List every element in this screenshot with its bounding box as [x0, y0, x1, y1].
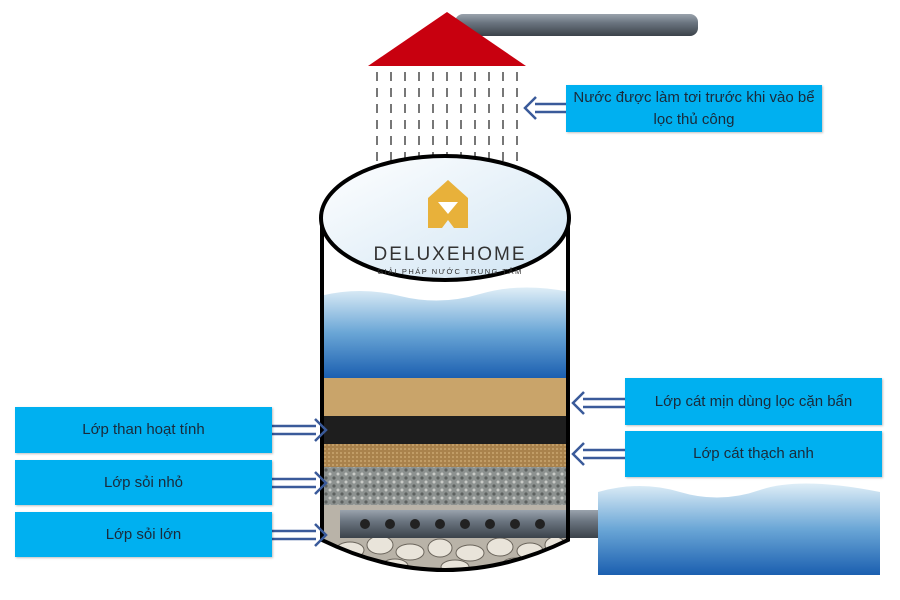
arrow-small-gravel [272, 471, 328, 495]
label-fine-sand: Lớp cát mịn dùng lọc cặn bẩn [625, 378, 882, 425]
clean-water [598, 483, 880, 575]
arrow-large-gravel [272, 523, 328, 547]
logo-icon [428, 180, 468, 228]
arrows [272, 96, 625, 547]
label-large-gravel: Lớp sỏi lớn [15, 512, 272, 557]
tank-outline [320, 218, 570, 572]
logo-name: DELUXEHOME [373, 244, 527, 265]
pipe-holes [360, 519, 545, 529]
label-activated-carbon: Lớp than hoạt tính [15, 407, 272, 453]
shower-roof [368, 12, 526, 66]
water-spray [376, 72, 518, 165]
arrow-top [523, 96, 566, 120]
arrow-fine-sand [571, 391, 625, 415]
label-top: Nước được làm tơi trước khi vào bể lọc t… [566, 85, 822, 132]
arrow-quartz [571, 442, 625, 466]
inlet-pipe [455, 14, 698, 36]
logo-tagline: GIẢI PHÁP NƯỚC TRUNG TÂM [377, 267, 523, 276]
label-small-gravel: Lớp sỏi nhỏ [15, 460, 272, 505]
label-quartz-sand: Lớp cát thạch anh [625, 431, 882, 477]
arrow-carbon [272, 418, 328, 442]
